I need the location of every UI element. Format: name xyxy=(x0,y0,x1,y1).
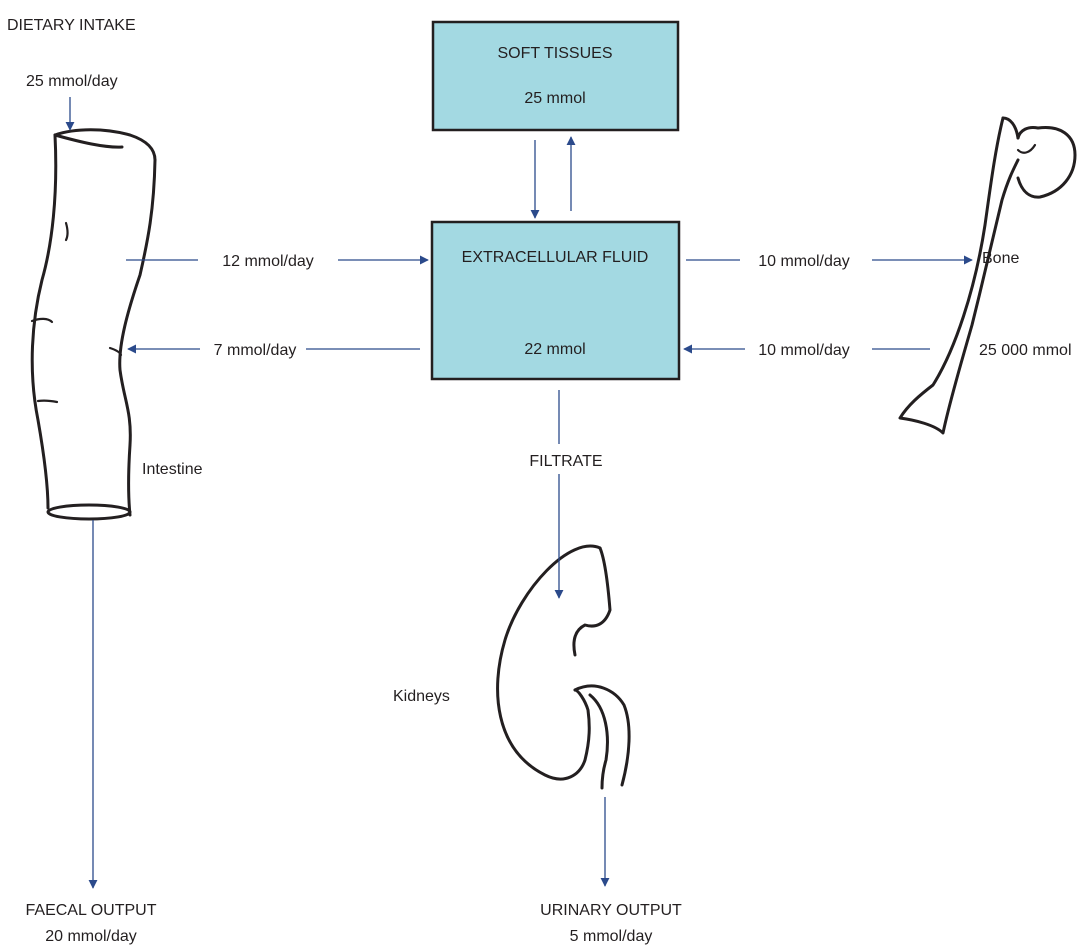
kidney-icon xyxy=(496,544,631,790)
bone-label: Bone xyxy=(982,250,1019,267)
soft-tissues-box xyxy=(431,20,680,132)
soft-tissues-value: 25 mmol xyxy=(524,90,585,107)
dietary-intake-label: DIETARY INTAKE xyxy=(7,17,136,34)
urinary-output-value: 5 mmol/day xyxy=(570,928,653,945)
dietary-intake-value: 25 mmol/day xyxy=(26,73,118,90)
extracellular-fluid-box xyxy=(430,220,681,381)
intestine-to-ecf-label: 12 mmol/day xyxy=(222,253,314,270)
bone-to-ecf-label: 10 mmol/day xyxy=(758,342,850,359)
intestine-label: Intestine xyxy=(142,461,203,478)
ecf-to-intestine-label: 7 mmol/day xyxy=(214,342,297,359)
urinary-output-label: URINARY OUTPUT xyxy=(540,902,682,919)
bone-icon xyxy=(898,116,1077,435)
intestine-icon xyxy=(30,128,157,521)
faecal-output-label: FAECAL OUTPUT xyxy=(26,902,157,919)
ecf-to-bone-label: 10 mmol/day xyxy=(758,253,850,270)
kidneys-label: Kidneys xyxy=(393,688,450,705)
ecf-label: EXTRACELLULAR FLUID xyxy=(462,249,649,266)
soft-tissues-label: SOFT TISSUES xyxy=(498,45,613,62)
filtrate-label: FILTRATE xyxy=(529,453,602,470)
bone-value: 25 000 mmol xyxy=(979,342,1072,359)
faecal-output-value: 20 mmol/day xyxy=(45,928,137,945)
ecf-value: 22 mmol xyxy=(524,341,585,358)
